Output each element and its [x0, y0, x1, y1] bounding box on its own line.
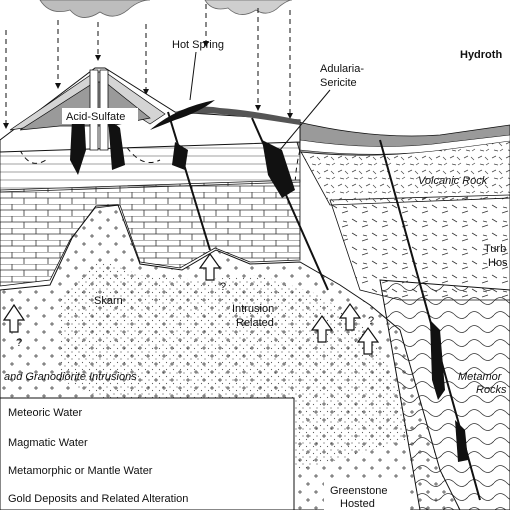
adularia-label-2: Sericite: [320, 77, 357, 89]
legend-item-gold: Gold Deposits and Related Alteration: [8, 493, 188, 505]
greenstone-label-1: Greenstone: [330, 485, 387, 497]
metamorphic-label-2: Rocks: [476, 384, 507, 396]
hot-spring-label: Hot Spring: [172, 39, 224, 51]
intrusion-related-label-1: Intrusion: [232, 303, 274, 315]
skarn-label: Skarn: [94, 295, 123, 307]
title: Hydroth: [460, 49, 502, 61]
metamorphic-label-1: Metamor: [458, 371, 503, 383]
gold-alteration-zones: [70, 100, 468, 462]
turbidite-label-2: Hos: [488, 257, 508, 269]
legend-item-magmatic: Magmatic Water: [8, 437, 88, 449]
granodiorite-label: and Granodiorite Intrusions: [4, 371, 137, 383]
volcano: [0, 67, 301, 153]
legend-item-metamorphic: Metamorphic or Mantle Water: [8, 465, 153, 477]
carbonate-sedimentary-unit: [0, 179, 301, 287]
clouds: [39, 0, 293, 18]
question-mark-1: ?: [220, 281, 226, 293]
question-mark-3: ?: [368, 315, 374, 327]
question-mark-2: ?: [16, 337, 22, 349]
legend-item-meteoric: Meteoric Water: [8, 407, 83, 419]
magmatic-water-arrows: [2, 252, 380, 355]
volcanic-rock-label: Volcanic Rock: [418, 175, 488, 187]
greenstone-label-2: Hosted: [340, 498, 375, 510]
adularia-label-1: Adularia-: [320, 63, 364, 75]
legend: Meteoric Water Magmatic Water Metamorphi…: [0, 397, 295, 510]
turbidite-label-1: Turb: [484, 243, 506, 255]
intrusion-related-label-2: Related: [236, 317, 274, 329]
acid-sulfate-label: Acid-Sulfate: [66, 111, 125, 123]
